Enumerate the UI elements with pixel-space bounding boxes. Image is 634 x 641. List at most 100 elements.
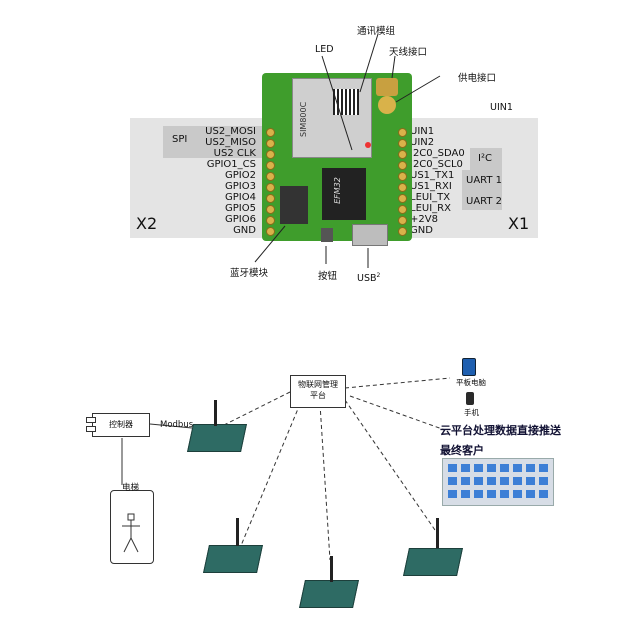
building-window: [526, 477, 535, 485]
left-pin-pad: [266, 216, 275, 225]
led-indicator: [365, 142, 371, 148]
building-window: [487, 464, 496, 472]
building-window: [513, 464, 522, 472]
bluetooth-pointer: [254, 225, 286, 263]
controller-label: 控制器: [109, 420, 133, 429]
right-pin-pad: [398, 216, 407, 225]
building-window: [539, 490, 548, 498]
power-label: 供电接口: [458, 73, 497, 84]
top-callout-lines: [254, 33, 441, 268]
building-window: [461, 490, 470, 498]
right-pin-1: UIN1: [410, 126, 435, 137]
comm-module-label: 通讯模组: [357, 26, 396, 37]
usb-label-text: USB: [357, 273, 377, 285]
comm-module-pointer: [359, 33, 379, 93]
uart2-group-label: UART 2: [466, 196, 503, 207]
iot-node-1-antenna: [214, 400, 217, 426]
right-pin-pad: [398, 183, 407, 192]
power-connector: [378, 96, 396, 114]
uart-group-shade: [462, 170, 502, 210]
right-pin-pad: [398, 194, 407, 203]
right-pin-pad: [398, 128, 407, 137]
tablet-label: 平板电脑: [456, 378, 486, 387]
right-pin-pad: [398, 150, 407, 159]
link-platform-node3: [319, 403, 331, 561]
led-pointer: [321, 55, 353, 151]
left-pin-2: US2_MISO: [205, 137, 256, 148]
elevator-box: [110, 490, 154, 564]
iot-node-3: [299, 580, 359, 608]
right-pin-pad: [398, 139, 407, 148]
left-pin-8: GPIO5: [225, 203, 256, 214]
building-window: [539, 464, 548, 472]
bluetooth-label: 蓝牙模块: [230, 268, 269, 279]
link-platform-cloud: [349, 395, 446, 431]
building-window: [500, 477, 509, 485]
qr-code-icon: [333, 89, 359, 115]
right-pin-3: I2C0_SDA0: [410, 148, 465, 159]
left-pin-5: GPIO2: [225, 170, 256, 181]
right-pin-10: GND: [410, 225, 433, 236]
iot-node-2-antenna: [236, 518, 239, 546]
person-icon: [122, 513, 140, 553]
power-pointer: [395, 75, 441, 103]
x2-connector-label: X2: [136, 214, 158, 233]
controller-tab-top: [86, 417, 96, 423]
building-window: [500, 464, 509, 472]
cloud-push-text: 云平台处理数据直接推送: [440, 424, 561, 437]
left-pin-3: US2 CLK: [213, 148, 256, 159]
building-window: [513, 477, 522, 485]
right-pin-pad: [398, 227, 407, 236]
building-window: [461, 477, 470, 485]
building-window: [539, 477, 548, 485]
left-pin-9: GPIO6: [225, 214, 256, 225]
final-client-label: 最终客户: [440, 444, 484, 457]
phone-icon: [466, 392, 474, 405]
system-diagram: [121, 377, 451, 561]
iot-node-4: [403, 548, 463, 576]
building-window: [448, 490, 457, 498]
spi-group-label: SPI: [172, 134, 188, 145]
iot-node-1: [187, 424, 247, 452]
x1-connector-label: X1: [508, 214, 530, 233]
right-pin-2: UIN2: [410, 137, 435, 148]
building-window: [448, 464, 457, 472]
usb-label-sup: 2: [376, 272, 381, 279]
right-pin-7: LEUI_TX: [410, 192, 451, 203]
link-platform-tablet: [344, 377, 451, 389]
usb-port: [352, 224, 388, 246]
left-pin-pad: [266, 205, 275, 214]
left-pin-pad: [266, 172, 275, 181]
left-pin-pad: [266, 227, 275, 236]
tablet-icon: [462, 358, 476, 376]
left-pin-pad: [266, 161, 275, 170]
right-pin-5: US1_TX1: [410, 170, 455, 181]
left-pin-pad: [266, 183, 275, 192]
building-window: [474, 477, 483, 485]
building-window: [474, 490, 483, 498]
i2c-group-label: I²C: [478, 153, 492, 164]
uart1-group-label: UART 1: [466, 175, 503, 186]
left-pin-pad: [266, 128, 275, 137]
usb-label: USB2: [357, 272, 380, 284]
antenna-connector: [376, 78, 398, 96]
antenna-label: 天线接口: [389, 47, 428, 58]
left-pin-10: GND: [233, 225, 256, 236]
link-controller-node1: [149, 423, 193, 429]
link-platform-node2: [239, 403, 301, 549]
left-pin-4: GPIO1_CS: [206, 159, 256, 170]
left-pin-1: US2_MOSI: [205, 126, 256, 137]
building-window: [474, 464, 483, 472]
link-platform-node4: [344, 399, 436, 531]
modbus-label: Modbus: [160, 420, 194, 430]
right-pin-pad: [398, 161, 407, 170]
right-pin-pad: [398, 205, 407, 214]
left-pin-pad: [266, 194, 275, 203]
right-pin-pad: [398, 172, 407, 181]
client-building-icon: [442, 458, 554, 506]
link-platform-node1: [217, 391, 291, 429]
right-pin-4: I2C0_SCL0: [410, 159, 463, 170]
right-pin-6: US1_RXI: [410, 181, 452, 192]
iot-platform-line2: 平台: [310, 391, 326, 400]
left-pin-pad: [266, 139, 275, 148]
